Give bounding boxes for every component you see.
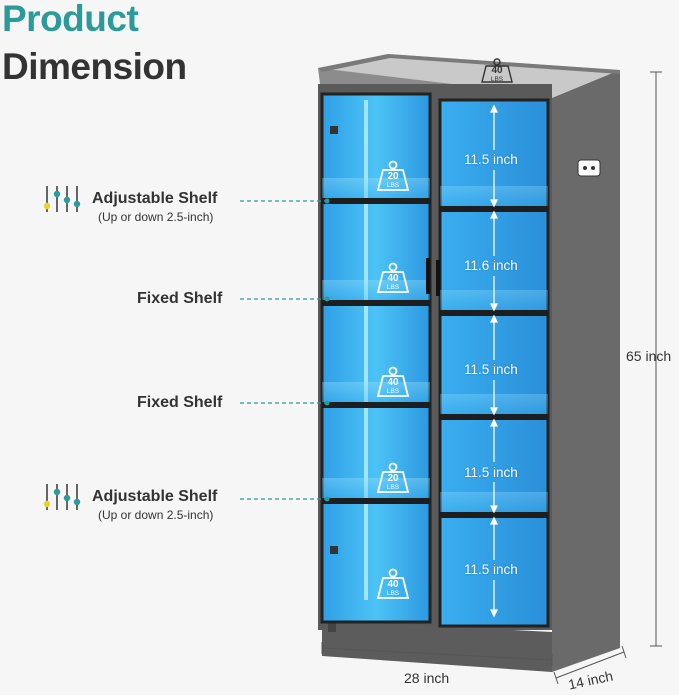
- slider-adjust-icon-bottom: [43, 484, 81, 510]
- adjustable-shelf-note-bottom: (Up or down 2.5-inch): [98, 508, 214, 522]
- compartment-height-5: 11.5 inch: [464, 562, 518, 577]
- fixed-shelf-label-upper: Fixed Shelf: [137, 290, 223, 307]
- title-product: Product: [2, 0, 139, 39]
- compartment-height-1: 11.5 inch: [464, 152, 518, 167]
- upper-hinge: [330, 126, 338, 134]
- adjustable-shelf-label-bottom: Adjustable Shelf: [92, 488, 218, 505]
- compartment-height-4: 11.5 inch: [464, 465, 518, 480]
- adjustable-shelf-note-top: (Up or down 2.5-inch): [98, 210, 214, 224]
- left-shelves: [322, 178, 430, 504]
- cabinet-side-panel: [552, 70, 620, 672]
- light-switch-icon: [577, 159, 601, 177]
- width-dimension: 28 inch: [404, 670, 450, 686]
- lower-hinge: [330, 546, 338, 554]
- slider-adjust-icon-top: [43, 186, 81, 212]
- compartment-height-2: 11.6 inch: [464, 258, 518, 273]
- compartment-height-3: 11.5 inch: [464, 362, 518, 377]
- dimension-lines: [321, 71, 662, 685]
- callout-leaders: [240, 200, 326, 500]
- cabinet-base: [322, 620, 552, 672]
- height-dimension: 65 inch: [626, 348, 672, 364]
- led-strip: [364, 100, 368, 600]
- weight-icons: [376, 58, 513, 599]
- title-dimension: Dimension: [2, 46, 187, 87]
- adjustable-shelf-label-top: Adjustable Shelf: [92, 190, 218, 207]
- fixed-shelf-label-lower: Fixed Shelf: [137, 394, 223, 411]
- left-glass-door: [320, 92, 432, 624]
- height-arrows: [489, 104, 499, 618]
- left-door-handle: [426, 258, 430, 294]
- right-door-handle: [436, 260, 440, 296]
